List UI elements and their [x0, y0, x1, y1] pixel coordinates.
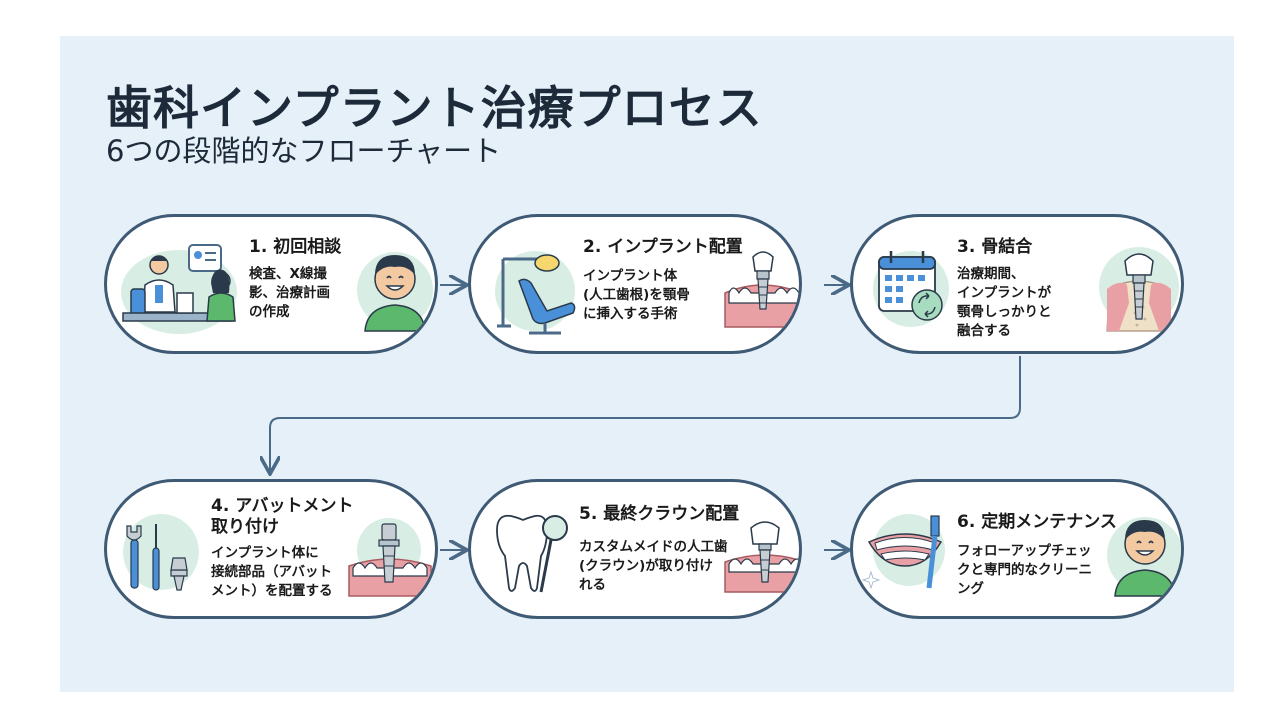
step-4-title: 4. アバットメント 取り付け: [211, 496, 354, 537]
step-6-description: フォローアップチェッ クと専門的なクリーニ ング: [957, 543, 1092, 597]
step-6-card: 6. 定期メンテナンス フォローアップチェッ クと専門的なクリーニ ング: [850, 479, 1184, 619]
smiling-patient-icon: [357, 252, 433, 332]
step-4-card: 4. アバットメント 取り付け インプラント体に 接続部品（アバット メント）を…: [104, 479, 438, 619]
step-3-card: 3. 骨結合 治療期間、 インプラントが 顎骨しっかりと 融合する: [850, 214, 1184, 354]
step-2-title: 2. インプラント配置: [583, 237, 743, 257]
dental-tools-icon: [123, 514, 199, 591]
page-title: 歯科インプラント治療プロセス: [106, 81, 763, 135]
step-5-title: 5. 最終クラウン配置: [579, 504, 740, 524]
step-1-title: 1. 初回相談: [249, 237, 342, 257]
crown-on-implant-icon: [724, 521, 799, 593]
calendar-cycle-icon: [873, 251, 949, 327]
page-subtitle: 6つの段階的なフローチャート: [106, 134, 502, 168]
dental-chair-icon: [495, 251, 576, 335]
happy-patient-icon: [1107, 517, 1181, 597]
implant-in-bone-icon: [1099, 247, 1179, 332]
smile-toothbrush-icon: [861, 514, 945, 590]
step-5-description: カスタムメイドの人工歯 (クラウン)が取り付け れる: [579, 539, 728, 593]
step-5-card: 5. 最終クラウン配置 カスタムメイドの人工歯 (クラウン)が取り付け れる: [468, 479, 802, 619]
tooth-mirror-icon: [496, 514, 568, 593]
step-3-description: 治療期間、 インプラントが 顎骨しっかりと 融合する: [957, 266, 1052, 339]
step-3-title: 3. 骨結合: [957, 237, 1033, 257]
step-1-description: 検査、X線撮 影、治療計画 の作成: [249, 266, 330, 320]
doctor-consultation-icon: [121, 244, 237, 334]
step-4-description: インプラント体に 接続部品（アバット メント）を配置する: [211, 545, 333, 599]
step-2-card: 2. インプラント配置 インプラント体 (人工歯根)を顎骨 に挿入する手術: [468, 214, 802, 354]
step-2-description: インプラント体 (人工歯根)を顎骨 に挿入する手術: [583, 268, 690, 322]
implant-in-gum-icon: [724, 251, 799, 328]
step-1-card: 1. 初回相談 検査、X線撮 影、治療計画 の作成: [104, 214, 438, 354]
step-6-title: 6. 定期メンテナンス: [957, 512, 1117, 532]
abutment-icon: [348, 518, 432, 597]
